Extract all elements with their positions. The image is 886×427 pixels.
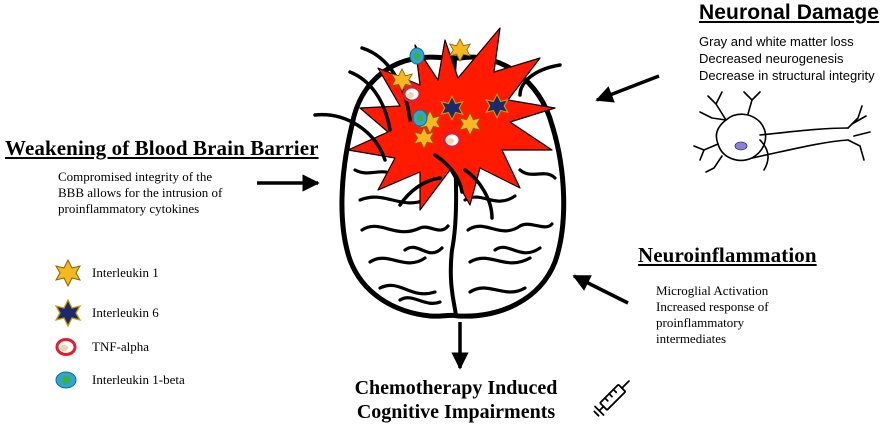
interleukin-1-beta-cell — [412, 109, 428, 127]
interleukin-1-star — [413, 126, 435, 150]
outcome-line-2: Cognitive Impairments — [356, 401, 556, 423]
navy-star-icon — [54, 298, 82, 328]
neuron-nucleus — [734, 141, 748, 151]
interleukin-1-star — [448, 37, 472, 63]
neuroinflammation-line-3: proinflammatory — [656, 315, 745, 330]
legend-label-interleukin-1-beta: Interleukin 1-beta — [92, 372, 185, 387]
neuronal-damage-line-2: Decreased neurogenesis — [699, 51, 844, 66]
il1b-cell-icon — [55, 371, 77, 389]
interleukin-1-star — [390, 67, 414, 93]
bbb-line-3: proinflammatory cytokines — [58, 201, 200, 216]
yellow-star-icon — [54, 258, 82, 288]
bbb-line-1: Compromised integrity of the — [58, 169, 213, 184]
neuron-illustration — [693, 91, 871, 173]
interleukin-1-beta-cell — [409, 47, 425, 65]
neuronal-damage-line-3: Decrease in structural integrity — [699, 68, 875, 83]
neuronal-damage-line-1: Gray and white matter loss — [699, 34, 854, 49]
legend-label-tnf-alpha: TNF-alpha — [92, 339, 150, 354]
tnf-alpha-cell — [442, 131, 462, 149]
bbb-line-2: BBB allows for the intrusion of — [58, 185, 223, 200]
legend-label-interleukin-1: Interleukin 1 — [92, 265, 159, 280]
interleukin-6-star — [440, 95, 464, 121]
neuroinflammation-line-1: Microglial Activation — [656, 283, 769, 298]
legend-label-interleukin-6: Interleukin 6 — [92, 305, 159, 320]
interleukin-6-star — [485, 93, 509, 119]
neuroinflammation-line-2: Increased response of — [656, 299, 769, 314]
outcome-line-1: Chemotherapy Induced — [354, 377, 558, 399]
syringe-icon — [593, 380, 630, 417]
vessel-lines — [313, 46, 562, 220]
neuroinflammation-line-4: intermediates — [656, 331, 727, 346]
tnf-alpha-cell — [402, 85, 422, 103]
neuroinflammation-title: Neuroinflammation — [638, 243, 817, 267]
arrow-neuronal-damage-to-brain — [595, 74, 660, 103]
arrow-neuroinflammation-to-brain — [572, 274, 629, 305]
interleukin-1-star — [458, 111, 482, 137]
tnf-cell-icon — [55, 338, 77, 356]
neuronal-damage-title: Neuronal Damage — [699, 1, 880, 24]
bbb-title: Weakening of Blood Brain Barrier — [5, 136, 319, 160]
cytokines-in-burst — [390, 37, 509, 150]
legend-icons — [54, 258, 82, 389]
